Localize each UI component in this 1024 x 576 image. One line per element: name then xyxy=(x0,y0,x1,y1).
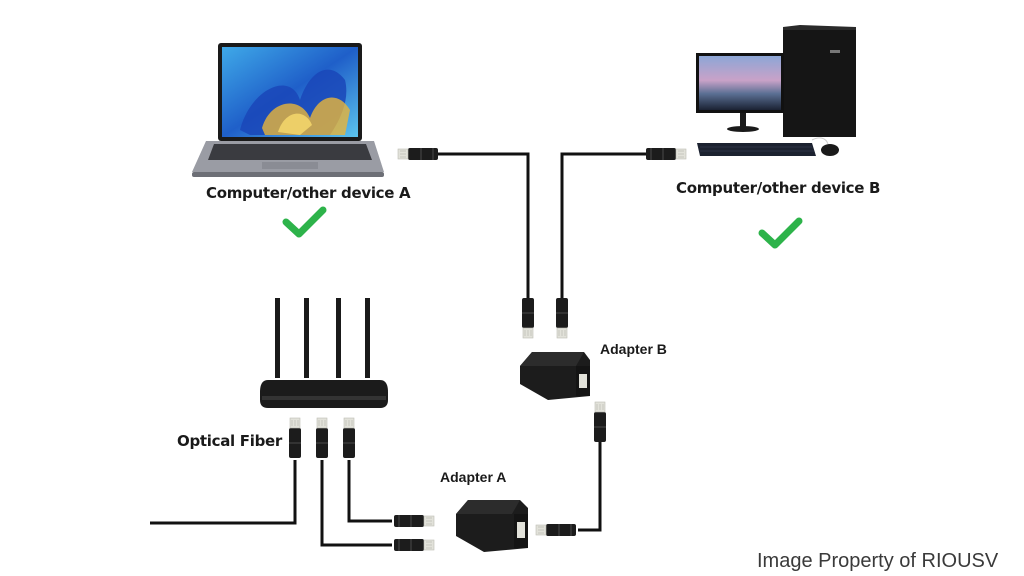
cables xyxy=(150,152,648,547)
device-b-label: Computer/other device B xyxy=(676,179,881,197)
cable-optical-fiber xyxy=(150,460,297,525)
rj45-plug-icon xyxy=(593,401,607,443)
rj45-plug-icon xyxy=(397,147,439,161)
adapter-a xyxy=(456,500,528,552)
pc-tower xyxy=(783,27,856,137)
check-icon xyxy=(758,217,803,249)
rj45-plug-icon xyxy=(521,297,535,339)
adapter-b xyxy=(520,352,590,400)
router-icon xyxy=(260,298,388,408)
rj45-plug-icon xyxy=(342,417,356,459)
cable-device-a xyxy=(436,152,530,298)
watermark: Image Property of RIOUSV xyxy=(757,550,999,572)
optical-fiber-label: Optical Fiber xyxy=(177,432,282,450)
cable-router-port3 xyxy=(347,460,392,523)
device-a-label: Computer/other device A xyxy=(206,184,411,202)
rj45-plug-icon xyxy=(288,417,302,459)
keyboard xyxy=(697,143,816,156)
rj45-plug-icon xyxy=(315,417,329,459)
mouse xyxy=(821,144,839,156)
monitor-screen xyxy=(699,56,781,110)
rj45-plug-icon xyxy=(555,297,569,339)
cable-router-port2 xyxy=(320,460,392,547)
check-icon xyxy=(282,206,327,238)
rj45-plug-icon xyxy=(393,538,435,552)
adapter-b-label: Adapter B xyxy=(600,341,667,357)
desktop-device-b xyxy=(696,25,856,156)
cable-adapter-b-to-a xyxy=(578,440,602,532)
adapter-a-label: Adapter A xyxy=(440,469,507,485)
rj45-plug-icon xyxy=(393,514,435,528)
rj45-plug-icon xyxy=(645,147,687,161)
laptop-device-a xyxy=(192,43,384,177)
rj45-plug-icon xyxy=(535,523,577,537)
cable-device-b xyxy=(560,152,648,298)
